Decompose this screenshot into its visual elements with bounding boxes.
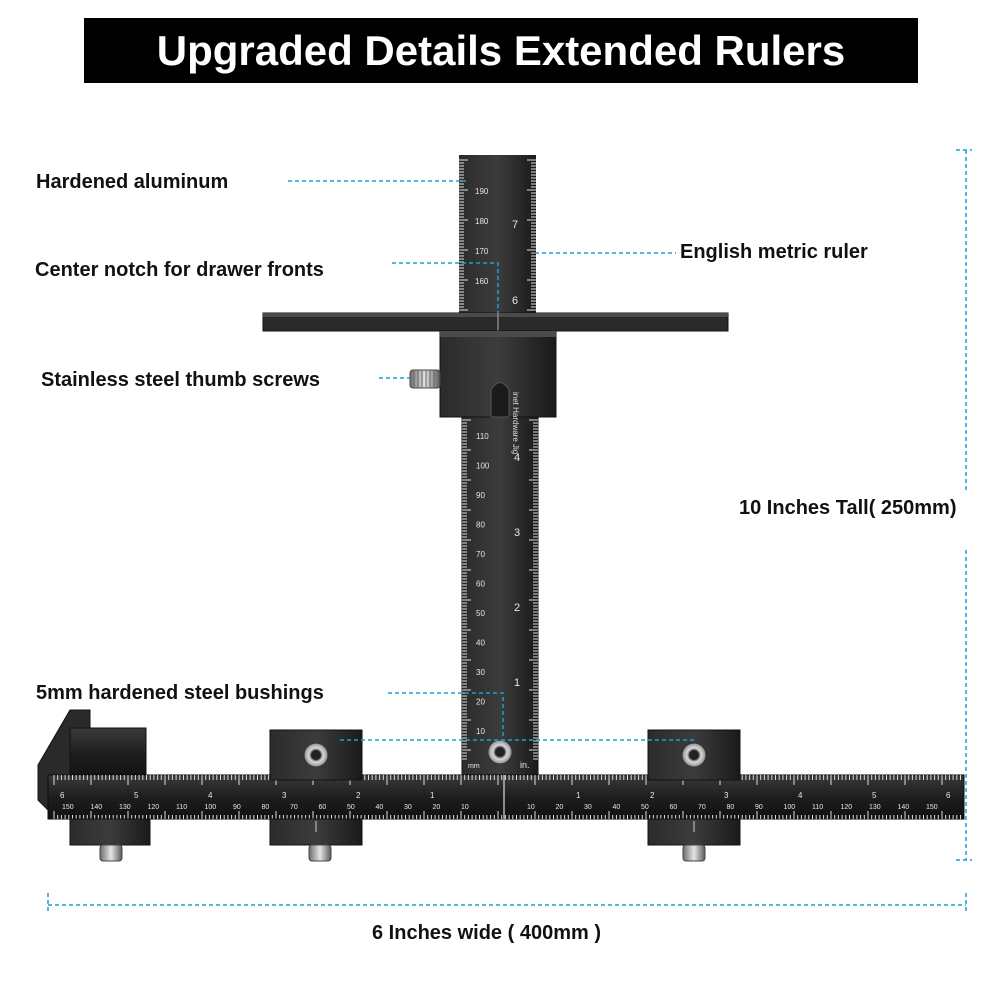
mm-label: 20 [476, 698, 485, 707]
callout-lines [47, 149, 972, 913]
bushing-block-left [269, 729, 363, 846]
mm-label: 40 [613, 804, 621, 811]
end-stop-lower [69, 818, 151, 846]
thumb-screws-bottom [99, 844, 706, 862]
mm-label: 140 [91, 804, 103, 811]
cross-bar [262, 312, 729, 332]
bushing-block-right [647, 729, 741, 846]
inch-label: 3 [514, 527, 520, 539]
mm-label: 60 [476, 580, 485, 589]
inch-label: 3 [282, 791, 287, 800]
engraving-text: inet Hardware Jig [511, 392, 520, 454]
callout-thumb-screws: Stainless steel thumb screws [41, 369, 321, 391]
inch-label: 3 [724, 791, 729, 800]
inch-label: 1 [430, 791, 435, 800]
mm-label: 20 [433, 804, 441, 811]
callout-center-notch: Center notch for drawer fronts [35, 259, 324, 281]
vertical-ruler-top: 190 180 170 160 7 6 [459, 155, 536, 315]
vertical-ruler-main: 110 100 90 80 70 60 50 40 30 20 10 4 3 2 1 inet Hardwa… [461, 382, 539, 778]
inch-label: 7 [512, 219, 518, 231]
bushing-block-center [487, 739, 513, 765]
leader-center-notch [392, 262, 499, 313]
height-dimension-label: 10 Inches Tall( 250mm) [739, 497, 957, 519]
width-dimension-label: 6 Inches wide ( 400mm ) [372, 922, 601, 944]
mm-label: 50 [641, 804, 649, 811]
mm-label: 10 [527, 804, 535, 811]
mm-label: 60 [319, 804, 327, 811]
mm-label: 110 [176, 804, 187, 811]
inch-label: 5 [134, 791, 139, 800]
inch-label: 4 [798, 791, 803, 800]
mm-label: 80 [476, 521, 485, 530]
mm-label: 160 [475, 277, 489, 286]
mm-label: 140 [898, 804, 910, 811]
page-title: Upgraded Details Extended Rulers [156, 26, 846, 74]
mm-label: 20 [556, 804, 564, 811]
mm-label: 30 [584, 804, 592, 811]
mm-label: 120 [148, 804, 160, 811]
inch-label: 6 [946, 791, 951, 800]
mm-label: 120 [841, 804, 853, 811]
mm-label: 130 [869, 804, 881, 811]
mm-label: 50 [476, 609, 485, 618]
leader-bushings [388, 692, 504, 740]
mm-label: 40 [476, 639, 485, 648]
callout-hardened-aluminum: Hardened aluminum [36, 171, 229, 193]
mm-label: 150 [926, 804, 938, 811]
mm-label: 50 [347, 804, 355, 811]
inch-label: 6 [60, 791, 65, 800]
callout-english-metric: English metric ruler [680, 241, 868, 263]
mm-label: 110 [476, 432, 489, 441]
mm-label: 190 [475, 187, 489, 196]
inch-label: 5 [872, 791, 877, 800]
unit-in-label: in. [520, 760, 530, 770]
mm-label: 70 [290, 804, 298, 811]
thumb-screw-side [409, 369, 441, 389]
mm-label: 80 [262, 804, 270, 811]
mm-label: 30 [476, 668, 485, 677]
inch-label: 1 [576, 791, 581, 800]
callout-bushings: 5mm hardened steel bushings [36, 682, 324, 704]
mm-label: 100 [476, 462, 490, 471]
mm-label: 150 [62, 804, 74, 811]
mm-label: 90 [476, 491, 485, 500]
inch-label: 6 [512, 295, 518, 307]
inch-label: 2 [356, 791, 361, 800]
inch-label: 4 [514, 452, 520, 464]
mm-label: 100 [205, 804, 217, 811]
mm-label: 70 [476, 550, 485, 559]
mm-label: 180 [475, 217, 489, 226]
unit-mm-label: mm [468, 763, 480, 770]
mm-label: 40 [376, 804, 384, 811]
mm-label: 90 [233, 804, 241, 811]
mm-label: 80 [727, 804, 735, 811]
mm-label: 30 [404, 804, 412, 811]
title-banner: Upgraded Details Extended Rulers [84, 18, 918, 83]
inch-label: 2 [650, 791, 655, 800]
mm-label: 170 [475, 247, 489, 256]
mm-label: 110 [812, 804, 823, 811]
mm-label: 70 [698, 804, 706, 811]
inch-label: 2 [514, 602, 520, 614]
mm-label: 100 [784, 804, 796, 811]
inch-label: 4 [208, 791, 213, 800]
mm-label: 90 [755, 804, 763, 811]
mm-label: 10 [476, 727, 485, 736]
mm-label: 60 [670, 804, 678, 811]
mm-label: 130 [119, 804, 131, 811]
mm-label: 10 [461, 804, 469, 811]
inch-label: 1 [514, 677, 520, 689]
